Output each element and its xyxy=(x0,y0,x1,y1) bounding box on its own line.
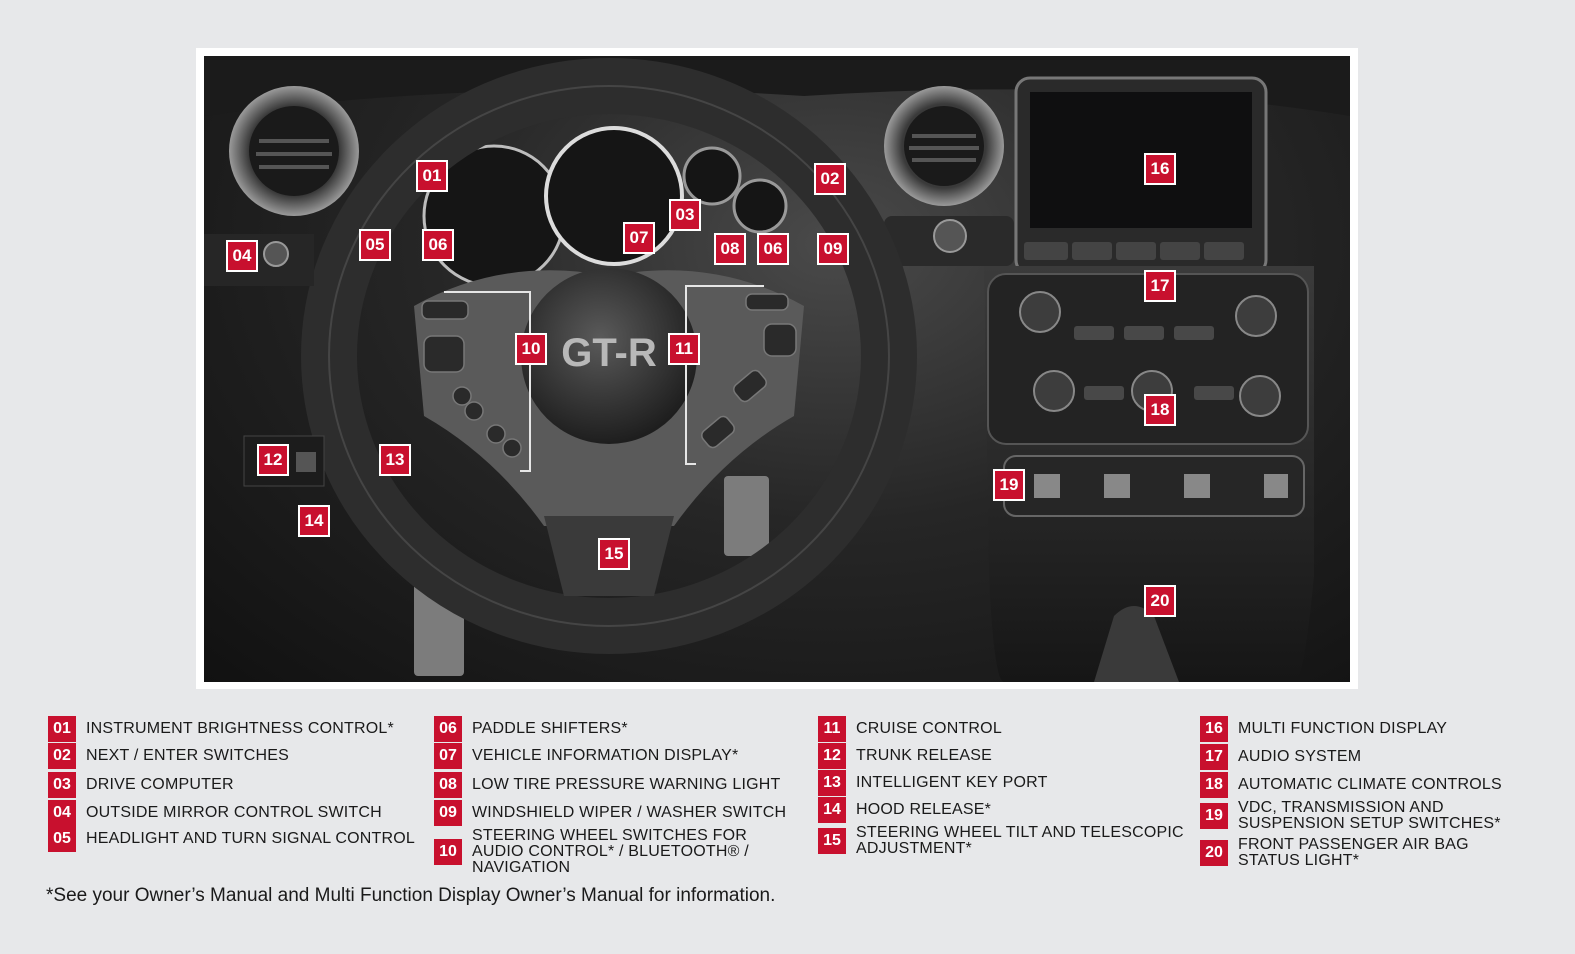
legend-text: MULTI FUNCTION DISPLAY xyxy=(1238,720,1448,737)
callout-05: 05 xyxy=(359,229,391,261)
legend-item-13: 13 INTELLIGENT KEY PORT xyxy=(818,770,1196,796)
legend-text: NEXT / ENTER SWITCHES xyxy=(86,747,290,764)
legend-number: 06 xyxy=(434,716,462,742)
legend-number: 12 xyxy=(818,743,846,769)
legend-text: INSTRUMENT BRIGHTNESS CONTROL* xyxy=(86,720,394,737)
legend-number: 16 xyxy=(1200,716,1228,742)
airbag-hub xyxy=(521,268,697,444)
console-knobs xyxy=(1019,291,1281,417)
left-air-vent xyxy=(229,86,359,216)
callout-18: 18 xyxy=(1144,394,1176,426)
legend-item-07: 07 VEHICLE INFORMATION DISPLAY* xyxy=(434,743,812,769)
legend-text: TRUNK RELEASE xyxy=(856,747,992,764)
legend-number: 11 xyxy=(818,716,846,742)
steering-wheel: GT-R xyxy=(301,58,917,654)
legend-number: 07 xyxy=(434,743,462,769)
legend-text: HEADLIGHT AND TURN SIGNAL CONTROL xyxy=(86,830,416,847)
legend-number: 18 xyxy=(1200,772,1228,798)
legend-item-18: 18 AUTOMATIC CLIMATE CONTROLS xyxy=(1200,772,1575,798)
legend-text: AUTOMATIC CLIMATE CONTROLS xyxy=(1238,776,1502,793)
legend-text: INTELLIGENT KEY PORT xyxy=(856,774,1048,791)
legend-text: AUDIO SYSTEM xyxy=(1238,748,1362,765)
legend-item-10: 10 STEERING WHEEL SWITCHES FOR AUDIO CON… xyxy=(434,828,802,876)
legend-text: HOOD RELEASE* xyxy=(856,801,992,818)
legend-number: 20 xyxy=(1200,840,1228,866)
callout-14: 14 xyxy=(298,505,330,537)
legend-text: OUTSIDE MIRROR CONTROL SWITCH xyxy=(86,804,382,821)
dashboard-photo: GT-R 01 02 03 04 05 06 07 08 0 xyxy=(204,56,1350,682)
legend-number: 09 xyxy=(434,800,462,826)
legend-text: DRIVE COMPUTER xyxy=(86,776,234,793)
legend-item-12: 12 TRUNK RELEASE xyxy=(818,743,1196,769)
footnote: *See your Owner’s Manual and Multi Funct… xyxy=(46,885,776,906)
legend-item-08: 08 LOW TIRE PRESSURE WARNING LIGHT xyxy=(434,772,812,798)
callout-02: 02 xyxy=(814,163,846,195)
legend-item-02: 02 NEXT / ENTER SWITCHES xyxy=(48,743,426,769)
legend-number: 17 xyxy=(1200,744,1228,770)
legend-number: 01 xyxy=(48,716,76,742)
callout-06-left: 06 xyxy=(422,229,454,261)
legend-item-06: 06 PADDLE SHIFTERS* xyxy=(434,716,812,742)
legend-number: 15 xyxy=(818,828,846,854)
legend-item-20: 20 FRONT PASSENGER AIR BAG STATUS LIGHT* xyxy=(1200,837,1488,869)
callout-04: 04 xyxy=(226,240,258,272)
legend-number: 03 xyxy=(48,772,76,798)
legend-item-14: 14 HOOD RELEASE* xyxy=(818,797,1196,823)
legend-text: FRONT PASSENGER AIR BAG STATUS LIGHT* xyxy=(1238,836,1469,869)
legend-item-16: 16 MULTI FUNCTION DISPLAY xyxy=(1200,716,1575,742)
legend-item-15: 15 STEERING WHEEL TILT AND TELESCOPIC AD… xyxy=(818,825,1186,857)
legend-text: LOW TIRE PRESSURE WARNING LIGHT xyxy=(472,776,781,793)
legend-number: 13 xyxy=(818,770,846,796)
legend-text: PADDLE SHIFTERS* xyxy=(472,720,628,737)
callout-08: 08 xyxy=(714,233,746,265)
callout-13: 13 xyxy=(379,444,411,476)
callout-15: 15 xyxy=(598,538,630,570)
svg-text:GT-R: GT-R xyxy=(561,331,657,375)
callout-07: 07 xyxy=(623,222,655,254)
right-air-vent xyxy=(884,86,1004,206)
legend-text: STEERING WHEEL SWITCHES FOR AUDIO CONTRO… xyxy=(472,827,749,876)
legend-item-01: 01 INSTRUMENT BRIGHTNESS CONTROL* xyxy=(48,716,426,742)
legend-number: 10 xyxy=(434,839,462,865)
legend-number: 14 xyxy=(818,797,846,823)
legend-number: 08 xyxy=(434,772,462,798)
multi-function-screen xyxy=(1030,92,1252,228)
callout-19: 19 xyxy=(993,469,1025,501)
legend-text: VDC, TRANSMISSION AND SUSPENSION SETUP S… xyxy=(1238,799,1501,832)
callout-11: 11 xyxy=(668,333,700,365)
gear-shifter xyxy=(1094,606,1179,682)
legend-text: CRUISE CONTROL xyxy=(856,720,1002,737)
legend-text: VEHICLE INFORMATION DISPLAY* xyxy=(472,747,739,764)
callout-brackets xyxy=(444,285,764,472)
legend-number: 05 xyxy=(48,826,76,852)
dashboard-illustration: GT-R xyxy=(204,56,1350,682)
legend-item-17: 17 AUDIO SYSTEM xyxy=(1200,744,1575,770)
legend-text: WINDSHIELD WIPER / WASHER SWITCH xyxy=(472,804,787,821)
legend-number: 02 xyxy=(48,743,76,769)
legend-item-11: 11 CRUISE CONTROL xyxy=(818,716,1196,742)
legend-number: 19 xyxy=(1200,803,1228,829)
legend-item-05: 05 HEADLIGHT AND TURN SIGNAL CONTROL xyxy=(48,826,426,852)
legend-item-03: 03 DRIVE COMPUTER xyxy=(48,772,426,798)
legend-item-04: 04 OUTSIDE MIRROR CONTROL SWITCH xyxy=(48,800,426,826)
callout-20: 20 xyxy=(1144,585,1176,617)
callout-09: 09 xyxy=(817,233,849,265)
legend-number: 04 xyxy=(48,800,76,826)
callout-10: 10 xyxy=(515,333,547,365)
legend-item-19: 19 VDC, TRANSMISSION AND SUSPENSION SETU… xyxy=(1200,800,1508,832)
legend-text: STEERING WHEEL TILT AND TELESCOPIC ADJUS… xyxy=(856,824,1184,857)
callout-06-right: 06 xyxy=(757,233,789,265)
callout-17: 17 xyxy=(1144,270,1176,302)
callout-12: 12 xyxy=(257,444,289,476)
legend-item-09: 09 WINDSHIELD WIPER / WASHER SWITCH xyxy=(434,800,812,826)
callout-16: 16 xyxy=(1144,153,1176,185)
callout-01: 01 xyxy=(416,160,448,192)
callout-03: 03 xyxy=(669,199,701,231)
